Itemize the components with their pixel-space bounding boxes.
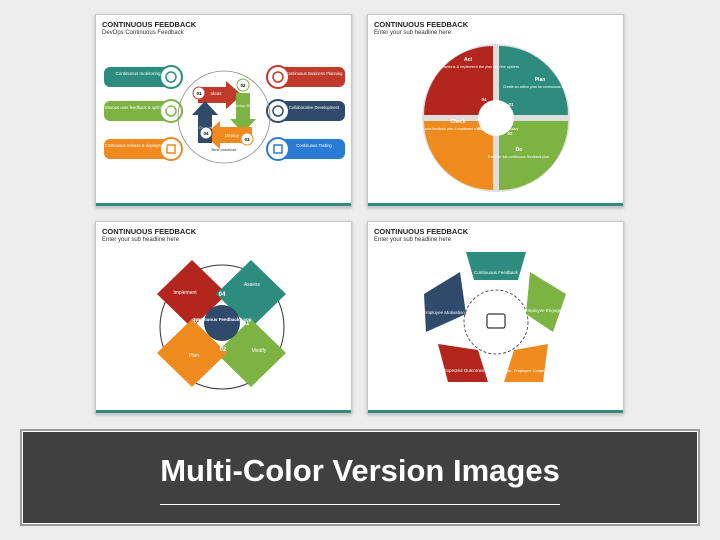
- cycle-number: 02: [240, 83, 246, 88]
- banner: Multi-Color Version Images: [20, 429, 700, 526]
- petal-collaboration: [504, 344, 548, 382]
- segment-label: Act: [464, 57, 472, 63]
- team-icon: [486, 313, 506, 329]
- arrow-ideas: [198, 81, 242, 109]
- segment-number: 03: [477, 126, 483, 131]
- slide-pdca-wheel[interactable]: CONTINUOUS FEEDBACK Enter your sub headl…: [367, 14, 624, 207]
- cycle-ring: [177, 70, 271, 164]
- slide-subtitle: Enter your sub headline here: [374, 30, 452, 36]
- arrow-develop: [230, 93, 256, 133]
- left-item-label: Continuous monitoring: [115, 71, 161, 76]
- center-ring: [463, 289, 529, 355]
- segment-plan: [499, 46, 568, 115]
- slide-feedback-petals[interactable]: CONTINUOUS FEEDBACK Enter your sub headl…: [367, 221, 624, 414]
- arrow-deploy: [204, 121, 252, 149]
- loop-center-label: Continuous Feedback Loop: [192, 317, 252, 322]
- left-item-2: Continuous user feedback & optimization: [98, 99, 183, 123]
- wheel-center: [478, 100, 514, 136]
- segment-text: Take necessary actions & implement the p…: [416, 65, 520, 69]
- cycle-number: 01: [196, 91, 202, 96]
- banner-underline: [160, 504, 560, 505]
- petal-label: Manager- Employee Collaboration: [496, 368, 557, 373]
- diamond-number: 02: [220, 347, 227, 353]
- planning-icon: [272, 71, 284, 83]
- segment-number: 04: [481, 97, 487, 102]
- slide-feedback-loop[interactable]: CONTINUOUS FEEDBACK Enter your sub headl…: [95, 221, 352, 414]
- petal-label: Employee Motivation: [423, 310, 465, 315]
- diamond-number: 01: [243, 321, 250, 327]
- segment-check: [424, 121, 493, 190]
- petal-diagram: Continuous Feedback Employee Engagement …: [423, 252, 573, 382]
- slide-title: CONTINUOUS FEEDBACK: [102, 227, 197, 236]
- cycle-label: Deploy: [225, 133, 240, 138]
- loop-ring: [159, 264, 285, 390]
- slide-subtitle: DevOps Continuous Feedback: [102, 30, 184, 36]
- best-practices-label: Best practices: [211, 147, 236, 152]
- cycle-number: 04: [203, 131, 209, 136]
- right-item-label: Continuous Testing: [296, 143, 332, 148]
- development-icon: [272, 105, 284, 117]
- segment-text: Execute this continuous feedback plan.: [488, 155, 550, 159]
- segment-do: [499, 121, 568, 190]
- pdca-wheel: Act Take necessary actions & implement t…: [397, 44, 577, 192]
- petal-engagement: [526, 272, 566, 332]
- petal-motivation: [424, 272, 466, 332]
- slide-subtitle: Enter your sub headline here: [374, 237, 452, 243]
- slide-title: CONTINUOUS FEEDBACK: [102, 20, 197, 29]
- segment-act: [424, 46, 493, 115]
- diamond-plan: [157, 319, 227, 387]
- petal-label: Employee Engagement: [525, 308, 573, 313]
- testing-icon: [273, 144, 283, 154]
- monitor-icon: [165, 71, 177, 83]
- banner-title: Multi-Color Version Images: [160, 453, 560, 488]
- loop-center: [204, 305, 240, 341]
- segment-number: 01: [508, 102, 514, 107]
- left-item-1: Continuous monitoring: [104, 65, 183, 89]
- cycle-label: Develop Build: [231, 103, 256, 108]
- right-item-2: Collaborative Development: [266, 99, 345, 123]
- cycle-number: 03: [244, 137, 250, 142]
- segment-label: Plan: [535, 77, 546, 83]
- optimization-icon: [165, 105, 177, 117]
- diamond-label: Modify: [252, 348, 267, 354]
- slide-devops-feedback[interactable]: CONTINUOUS FEEDBACK DevOps Continuous Fe…: [95, 14, 352, 207]
- right-item-label: Continuous Business Planning: [286, 71, 343, 76]
- segment-label: Do: [516, 147, 523, 153]
- petal-feedback: [466, 252, 526, 280]
- segment-number: 02: [507, 131, 513, 136]
- devops-diagram: Continuous monitoring Continuous user fe…: [98, 65, 345, 164]
- diamond-label: Assess: [244, 282, 261, 288]
- cycle-label: Ideas: [210, 91, 222, 96]
- segment-text: Create an action plan for continuous fee…: [503, 85, 577, 89]
- diamond-label: Implement: [173, 290, 197, 296]
- right-item-3: Continuous Testing: [266, 137, 345, 161]
- diamond-label: Plan: [189, 353, 199, 359]
- segment-text: Monitor the continuous feedback plan & i…: [397, 127, 519, 131]
- left-item-label: Continuous release & deployment: [105, 143, 169, 148]
- segment-label: Check: [450, 119, 465, 125]
- slide-title: CONTINUOUS FEEDBACK: [374, 227, 469, 236]
- slide-title: CONTINUOUS FEEDBACK: [374, 20, 469, 29]
- right-item-label: Collaborative Development: [289, 105, 340, 110]
- petal-label: Continuous Feedback: [474, 270, 519, 275]
- diamond-number: 04: [219, 292, 226, 298]
- left-item-3: Continuous release & deployment: [104, 137, 183, 161]
- right-item-1: Continuous Business Planning: [266, 65, 345, 89]
- release-icon: [166, 144, 176, 154]
- slide-subtitle: Enter your sub headline here: [102, 237, 180, 243]
- petal-outcomes: [438, 344, 488, 382]
- left-item-label: Continuous user feedback & optimization: [98, 105, 175, 110]
- petal-label: Expected Outcomes: [444, 368, 485, 373]
- diamond-loop: Continuous Feedback Loop Implement 04 As…: [157, 260, 286, 390]
- diamond-number: 03: [194, 319, 201, 325]
